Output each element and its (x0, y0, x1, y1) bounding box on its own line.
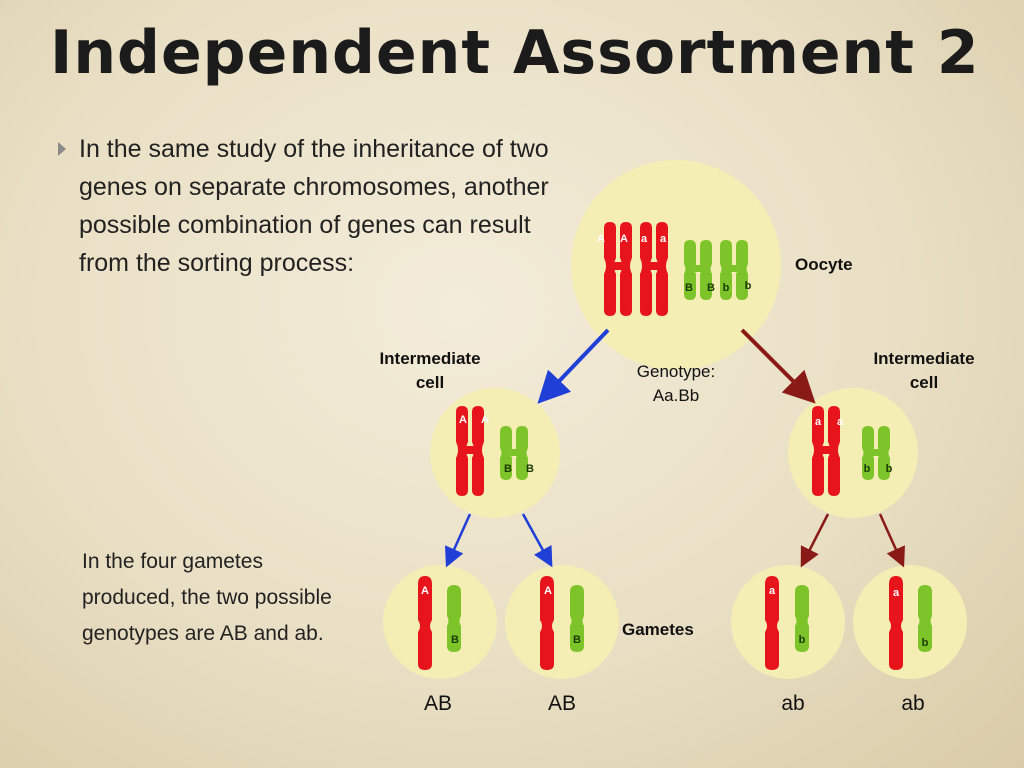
arrow-left-to-gamete-1 (445, 513, 472, 568)
right-cell-green-chromosome (862, 426, 890, 480)
oocyte-allele-7: b (723, 282, 730, 294)
gamete-4-genotype: ab (901, 692, 925, 715)
gamete-2-allele-green: B (573, 634, 581, 646)
gamete-2-allele-red: A (544, 585, 552, 597)
slide-title: Independent Assortment 2 (50, 18, 980, 88)
oocyte-allele-2: A (620, 233, 628, 245)
gamete-1-genotype: AB (423, 692, 452, 715)
oocyte-red-chromosome-pair-1 (604, 222, 632, 316)
bullet-marker-icon (58, 142, 66, 156)
left-cell-green-chromosome (500, 426, 528, 480)
gamete-4-allele-green: b (922, 637, 929, 649)
right-cell-label-line2: cell (909, 373, 939, 392)
oocyte-red-chromosome-pair-2 (640, 222, 668, 316)
gamete-cell-2 (505, 565, 619, 679)
right-cell-allele-4: b (886, 463, 893, 475)
gamete-4-allele-red: a (893, 587, 900, 599)
genotype-value: Aa.Bb (652, 386, 700, 405)
right-intermediate-cell-label: Intermediate cell (854, 347, 994, 395)
left-intermediate-cell-label: Intermediate cell (360, 347, 500, 395)
oocyte-allele-4: a (660, 233, 667, 245)
genotype-label: Genotype: Aa.Bb (616, 360, 736, 408)
gamete-cell-3 (731, 565, 845, 679)
oocyte-green-chromosome-pair-1 (684, 240, 712, 300)
gamete-cell-1 (383, 565, 497, 679)
left-intermediate-cell (430, 388, 560, 518)
gamete-1-chromosomes (418, 576, 461, 670)
gamete-3-chromosomes (765, 576, 809, 670)
intro-paragraph: In the same study of the inheritance of … (79, 135, 549, 277)
right-intermediate-cell (788, 388, 918, 518)
genotype-caption: Genotype: (636, 362, 716, 381)
arrow-oocyte-to-left-cell (537, 328, 610, 404)
right-cell-label-line1: Intermediate (873, 349, 975, 368)
oocyte-allele-8: b (745, 280, 752, 292)
oocyte-allele-6: B (707, 282, 715, 294)
gametes-label: Gametes (622, 620, 694, 639)
right-cell-red-chromosome (812, 406, 840, 496)
left-cell-red-chromosome (456, 406, 484, 496)
left-cell-label-line2: cell (415, 373, 445, 392)
arrow-right-to-gamete-4 (878, 513, 905, 568)
gamete-3-genotype: ab (781, 692, 805, 715)
gamete-4-chromosomes (889, 576, 932, 670)
oocyte-cell (571, 160, 781, 370)
gamete-2-genotype: AB (547, 692, 576, 715)
summary-paragraph: In the four gametes produced, the two po… (82, 550, 332, 645)
gamete-3-allele-red: a (769, 585, 776, 597)
right-cell-allele-2: a (837, 416, 844, 428)
gamete-1-allele-red: A (421, 585, 429, 597)
oocyte-label: Oocyte (795, 255, 853, 274)
left-cell-allele-4: B (526, 463, 534, 475)
left-cell-allele-2: A (481, 414, 489, 426)
oocyte-allele-3: a (641, 233, 648, 245)
gamete-2-chromosomes (540, 576, 584, 670)
gamete-1-allele-green: B (451, 634, 459, 646)
left-cell-allele-3: B (504, 463, 512, 475)
gamete-3-allele-green: b (799, 634, 806, 646)
right-cell-allele-1: a (815, 416, 822, 428)
left-cell-label-line1: Intermediate (379, 349, 481, 368)
gamete-cell-4 (853, 565, 967, 679)
left-cell-allele-1: A (459, 414, 467, 426)
arrow-right-to-gamete-3 (800, 513, 830, 568)
oocyte-allele-1: A (597, 233, 605, 245)
arrow-oocyte-to-right-cell (740, 328, 816, 404)
arrow-left-to-gamete-2 (521, 513, 553, 568)
right-cell-allele-3: b (864, 463, 871, 475)
oocyte-green-chromosome-pair-2 (720, 240, 748, 300)
oocyte-allele-5: B (685, 282, 693, 294)
